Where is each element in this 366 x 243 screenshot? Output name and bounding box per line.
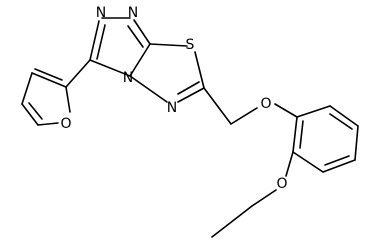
bond-c3-n2-double <box>96 24 106 60</box>
bond-benz-2-3 <box>329 105 359 127</box>
bond-o-ring <box>274 103 298 118</box>
bond-ch2-o <box>230 107 258 125</box>
bond-benz-5-6 <box>292 151 324 173</box>
bond-c6-n5-double <box>177 81 200 95</box>
bond-n1-c8a <box>133 19 151 45</box>
atom-n5: N <box>167 100 177 116</box>
bond-n1-c8a-double <box>127 25 144 48</box>
bond-furan-c2-c3-double <box>34 68 63 81</box>
atom-o-ethoxy: O <box>276 176 287 192</box>
bond-c3-furan <box>65 59 91 88</box>
bond-benz-6-1-double <box>299 120 304 149</box>
bond-c3-n2 <box>89 20 100 61</box>
bond-n5-n4 <box>129 75 168 103</box>
bond-benz-6-1 <box>292 116 298 153</box>
bond-c8a-n4 <box>129 43 151 77</box>
atom-o-ether: O <box>260 96 271 112</box>
bond-ring-oethoxy <box>285 151 294 177</box>
bond-furan-c3-c4 <box>21 72 33 105</box>
atom-n2: N <box>96 5 106 21</box>
atom-o-furan: O <box>60 116 71 132</box>
bond-benz-3-4 <box>354 125 359 161</box>
bond-c6-ch2 <box>203 87 232 125</box>
bond-s-c6 <box>194 51 205 89</box>
bond-oethoxy-ch2 <box>251 189 277 207</box>
bond-c6-n5 <box>177 87 205 103</box>
atom-n4: N <box>123 70 133 86</box>
bond-furan-c4-c5-double <box>28 102 43 120</box>
bond-benz-4-5-double <box>324 155 350 166</box>
bond-n4-c3 <box>89 59 131 77</box>
bond-furan-c4-c5 <box>21 103 39 126</box>
bond-ch2-ch3 <box>211 205 253 238</box>
bond-benz-4-5 <box>322 159 356 173</box>
bond-furan-c2-c3 <box>31 72 67 88</box>
bond-c8a-s <box>149 43 188 47</box>
bond-furan-o-c2 <box>65 86 71 113</box>
bond-benz-2-3-double <box>329 113 353 130</box>
bond-furan-c5-o <box>37 122 59 126</box>
atom-n1: N <box>128 5 138 21</box>
bond-benz-1-2 <box>296 105 331 118</box>
atom-s: S <box>186 37 195 53</box>
